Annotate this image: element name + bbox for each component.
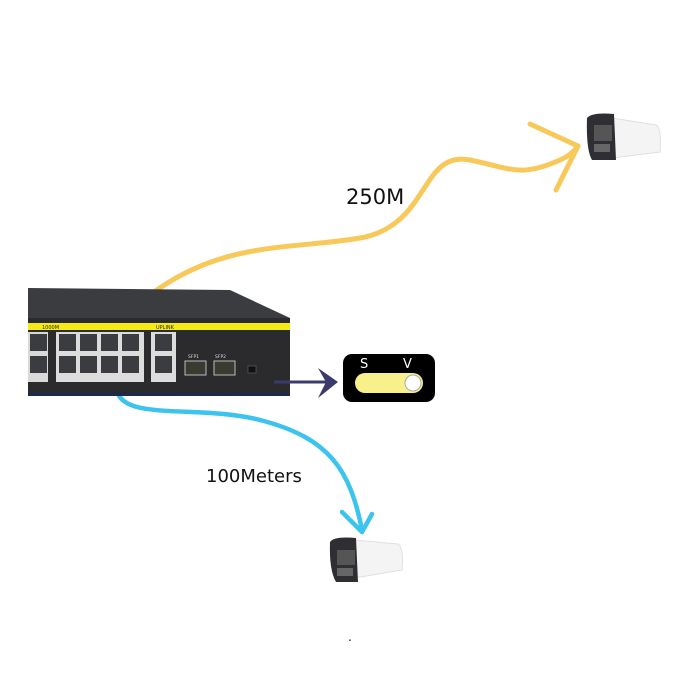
switch-stripe [28, 323, 290, 330]
sfp1-label: SFP1 [188, 354, 199, 360]
rj45-port [80, 356, 97, 373]
rj45-port [80, 334, 97, 351]
camera-top-led [594, 144, 610, 152]
rj45-port [59, 356, 76, 373]
rj45-port [122, 334, 139, 351]
mode-label-s: S [360, 357, 368, 372]
rj45-port [59, 334, 76, 351]
switch-bottom-edge [28, 392, 290, 396]
sfp2-port [213, 360, 236, 376]
rj45-port [122, 356, 139, 373]
dip-switch [247, 365, 257, 374]
link-label-100m: 100Meters [206, 466, 302, 487]
camera-top-body [611, 117, 661, 159]
footer-mark: . [348, 630, 352, 644]
rj45-port [101, 334, 118, 351]
cable-250m [143, 143, 581, 301]
arrow-head-250m [527, 121, 581, 193]
rj45-port [155, 334, 172, 351]
camera-bottom-lens [337, 550, 355, 565]
camera-bottom [329, 537, 403, 582]
mode-switch-track [355, 373, 423, 393]
mode-switch-knob[interactable] [404, 374, 422, 392]
rj45-port [30, 356, 47, 373]
sfp1-port [184, 360, 207, 376]
switch-top [28, 288, 290, 318]
uplink-label: UPLINK [156, 325, 175, 331]
camera-top [586, 113, 661, 160]
mode-arrow-head [318, 368, 338, 398]
rj45-port [30, 334, 47, 351]
mode-switch[interactable]: S V [343, 354, 435, 402]
camera-bottom-led [337, 568, 353, 576]
sfp2-label: SFP2 [215, 354, 226, 360]
cable-100m [115, 391, 365, 533]
group-label: 1000M [42, 325, 59, 331]
mode-label-v: V [403, 357, 412, 372]
camera-bottom-body [353, 539, 403, 579]
poe-switch: 1000M UPLINK SFP1 SFP2 [28, 288, 290, 396]
rj45-port [101, 356, 118, 373]
camera-top-lens [594, 125, 612, 141]
link-label-250m: 250M [346, 185, 405, 209]
rj45-port [155, 356, 172, 373]
arrow-head-100m [339, 509, 375, 535]
